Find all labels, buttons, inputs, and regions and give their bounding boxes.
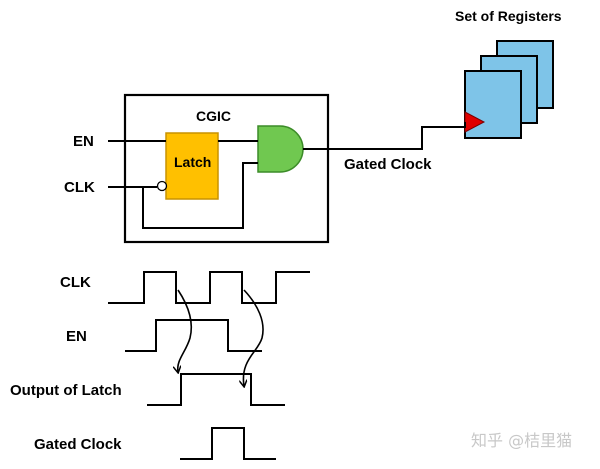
latch-output-waveform (147, 373, 285, 406)
arrow-clk-fall-to-latch-fall (243, 289, 264, 386)
and-gate (257, 125, 304, 173)
clk-waveform (108, 271, 310, 304)
wave-label-gated-clock: Gated Clock (34, 436, 122, 453)
cgic-label: CGIC (196, 108, 231, 124)
watermark: 知乎 @桔里猫 (471, 431, 572, 450)
en-waveform (125, 319, 262, 352)
latch-block (165, 132, 219, 200)
register-front (464, 70, 522, 139)
register-stack (464, 40, 554, 139)
cgic-box (123, 93, 330, 244)
wave-label-latch-output: Output of Latch (10, 382, 122, 399)
wave-label-clk: CLK (60, 274, 91, 291)
clk-input-label: CLK (64, 179, 95, 196)
registers-title: Set of Registers (455, 8, 562, 24)
en-input-label: EN (73, 133, 94, 150)
gated-clock-waveform (180, 427, 276, 460)
wave-label-en: EN (66, 328, 87, 345)
waveforms (108, 271, 310, 460)
arrow-clk-fall-to-latch-rise (178, 289, 193, 372)
circuit-wires (108, 122, 466, 229)
latch-label: Latch (174, 154, 211, 170)
latch-inverted-clk-bubble (156, 180, 168, 192)
gated-clock-output-label: Gated Clock (344, 156, 432, 173)
